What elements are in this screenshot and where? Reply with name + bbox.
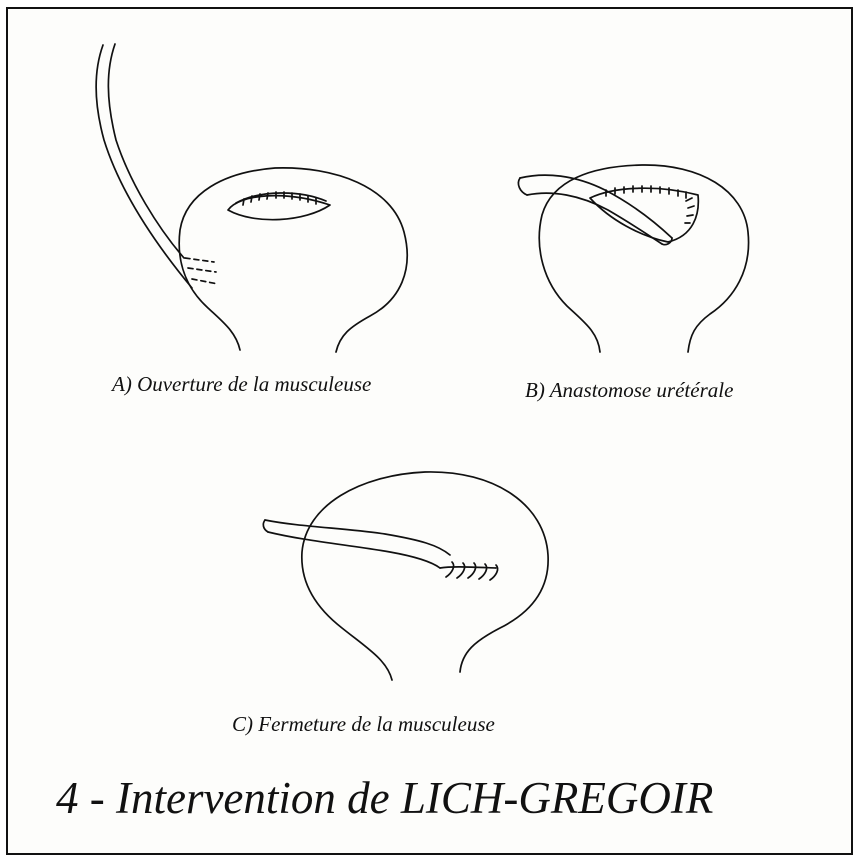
suture-line [440, 567, 496, 568]
caption-panel-a: A) Ouverture de la musculeuse [112, 372, 371, 397]
ureter-c-cut-end [263, 520, 268, 532]
bladder-c-outline [302, 472, 548, 680]
caption-panel-c: C) Fermeture de la musculeuse [232, 712, 495, 737]
ureter-c-tube-bottom [268, 532, 440, 568]
suture-stitches [446, 562, 498, 580]
caption-panel-b: B) Anastomose urétérale [525, 378, 733, 403]
ureter-b-tube-top [520, 175, 672, 238]
ureter-b-cut-end [518, 178, 527, 195]
diagram-title: 4 - Intervention de LICH-GREGOIR [56, 772, 713, 824]
panel-a-illustration [96, 44, 407, 352]
ureter-b-tube-bottom [527, 193, 662, 244]
planned-tunnel-dashes [185, 258, 218, 284]
muscle-incision-a-edge [236, 193, 326, 203]
bladder-a-outline [179, 168, 407, 352]
bladder-b-outline [539, 165, 748, 352]
panel-c-illustration [263, 472, 548, 680]
panel-b-illustration [518, 165, 748, 352]
